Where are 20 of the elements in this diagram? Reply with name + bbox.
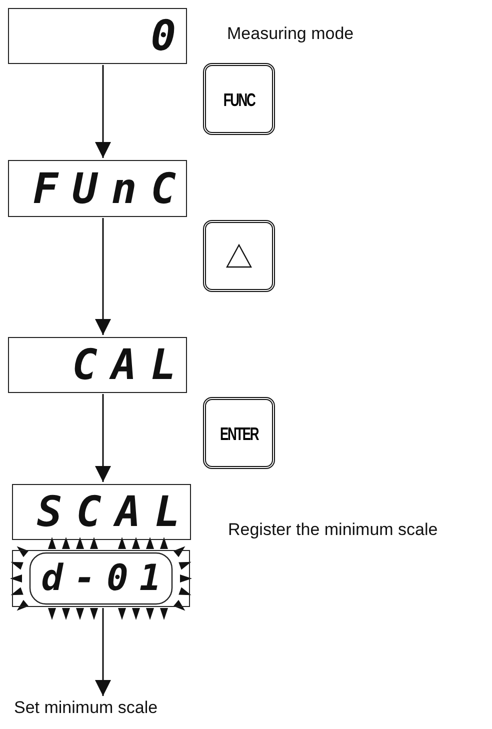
key-button: ENTER [203,397,275,469]
flow-arrow [95,218,111,335]
step-caption: Set minimum scale [14,698,158,717]
display-panel [12,484,191,540]
display-readout: d-01 [41,560,172,596]
display-readout: 0 [150,15,190,57]
flow-arrow [95,394,111,482]
display-panel [12,550,190,607]
display-readout: CAL [72,344,190,386]
flow-arrow [95,65,111,158]
step-caption: Register the minimum scale [228,520,438,540]
display-readout: SCAL [36,491,194,533]
display-panel [8,8,187,64]
step-caption: Measuring mode [227,24,354,44]
display-panel [8,160,187,217]
display-panel [8,337,187,393]
key-button [203,220,275,292]
key-button: FUNC [203,63,275,135]
display-readout: FUnC [32,168,190,210]
flow-arrow [95,608,111,696]
